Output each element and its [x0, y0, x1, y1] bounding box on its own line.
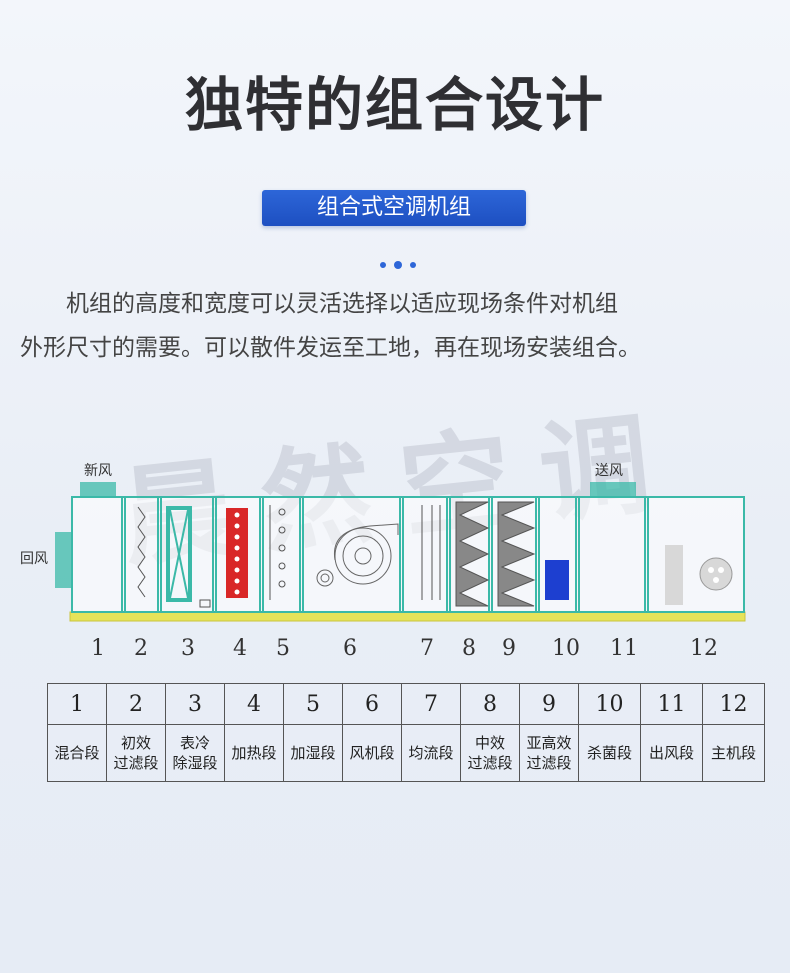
legend-name-cell: 表冷除湿段	[165, 724, 225, 782]
fresh-air-label: 新风	[84, 463, 112, 479]
legend-number-cell: 2	[106, 683, 166, 725]
decorative-dots	[380, 261, 416, 269]
legend-name-cell: 初效过滤段	[106, 724, 166, 782]
section-dividers	[121, 497, 649, 612]
cooling-coil	[166, 506, 192, 602]
supply-air-label: 送风	[595, 463, 623, 479]
section-number: 7	[420, 636, 434, 661]
legend-name-line: 初效	[120, 734, 151, 752]
legend-name-line: 加热段	[231, 744, 277, 762]
legend-name-line: 加湿段	[290, 744, 336, 762]
legend-name-cell: 均流段	[401, 724, 461, 782]
legend-number-cell: 11	[640, 683, 703, 725]
main-unit-fan	[699, 557, 733, 591]
return-air-inlet	[55, 532, 72, 588]
medium-filter	[455, 501, 490, 607]
legend-name-cell: 主机段	[702, 724, 765, 782]
legend-name-line: 中效	[474, 734, 505, 752]
fresh-air-inlet	[80, 482, 116, 497]
legend-name-cell: 杀菌段	[578, 724, 641, 782]
legend-number-cell: 12	[702, 683, 765, 725]
legend-name-line: 表冷	[179, 734, 210, 752]
flow-equalizer	[421, 505, 441, 600]
legend-name-line: 主机段	[710, 744, 756, 762]
legend-number-cell: 9	[519, 683, 579, 725]
section-badge: 组合式空调机组	[262, 190, 526, 226]
legend-number-cell: 8	[460, 683, 520, 725]
legend-number-cell: 4	[224, 683, 284, 725]
description-line-2: 外形尺寸的需要。可以散件发运至工地，再在现场安装组合。	[20, 335, 641, 361]
section-number: 8	[462, 636, 476, 661]
main-unit-body	[665, 545, 683, 605]
primary-filter	[137, 506, 146, 598]
page-title: 独特的组合设计	[184, 71, 605, 139]
section-number-row: 1 2 3 4 5 6 7 8 9 10 11 12	[0, 636, 790, 664]
section-number: 2	[134, 636, 148, 661]
section-number: 9	[502, 636, 516, 661]
ahu-diagram	[55, 482, 746, 622]
base-rail	[69, 611, 746, 622]
legend-number-cell: 6	[342, 683, 402, 725]
legend-number-cell: 7	[401, 683, 461, 725]
sterilizer-module	[545, 560, 569, 600]
legend-name-line: 均流段	[408, 744, 454, 762]
legend-name-line: 过滤段	[526, 754, 572, 772]
legend-name-line: 除湿段	[172, 754, 218, 772]
section-number: 5	[276, 636, 290, 661]
legend-name-line: 亚高效	[526, 734, 572, 752]
legend-name-line: 风机段	[349, 744, 395, 762]
section-number: 12	[690, 636, 718, 661]
description: 机组的高度和宽度可以灵活选择以适应现场条件对机组 外形尺寸的需要。可以散件发运至…	[20, 282, 770, 370]
legend-name-line: 出风段	[648, 744, 694, 762]
legend-name-cell: 出风段	[640, 724, 703, 782]
fan-unit	[316, 523, 399, 587]
sub-hepa-filter	[497, 501, 536, 607]
description-line-1: 机组的高度和宽度可以灵活选择以适应现场条件对机组	[66, 291, 618, 317]
legend-name-line: 过滤段	[467, 754, 513, 772]
legend-number-cell: 3	[165, 683, 225, 725]
legend-name-line: 混合段	[54, 744, 100, 762]
section-number: 3	[181, 636, 195, 661]
legend-name-cell: 加热段	[224, 724, 284, 782]
unit-casing	[71, 496, 745, 613]
section-number: 4	[233, 636, 247, 661]
legend-name-cell: 混合段	[47, 724, 107, 782]
section-number: 11	[610, 636, 638, 661]
legend-name-line: 杀菌段	[586, 744, 632, 762]
legend-name-cell: 亚高效过滤段	[519, 724, 579, 782]
legend-name-cell: 中效过滤段	[460, 724, 520, 782]
supply-air-outlet	[590, 482, 636, 497]
section-number: 1	[91, 636, 105, 661]
section-number: 6	[343, 636, 357, 661]
legend-name-cell: 加湿段	[283, 724, 343, 782]
humidifier	[269, 505, 286, 600]
legend-name-line: 过滤段	[113, 754, 159, 772]
return-air-label: 回风	[20, 551, 48, 567]
section-number: 10	[552, 636, 580, 661]
legend-number-cell: 5	[283, 683, 343, 725]
legend-name-cell: 风机段	[342, 724, 402, 782]
legend-number-cell: 10	[578, 683, 641, 725]
legend-number-cell: 1	[47, 683, 107, 725]
heater-coil	[226, 508, 248, 598]
